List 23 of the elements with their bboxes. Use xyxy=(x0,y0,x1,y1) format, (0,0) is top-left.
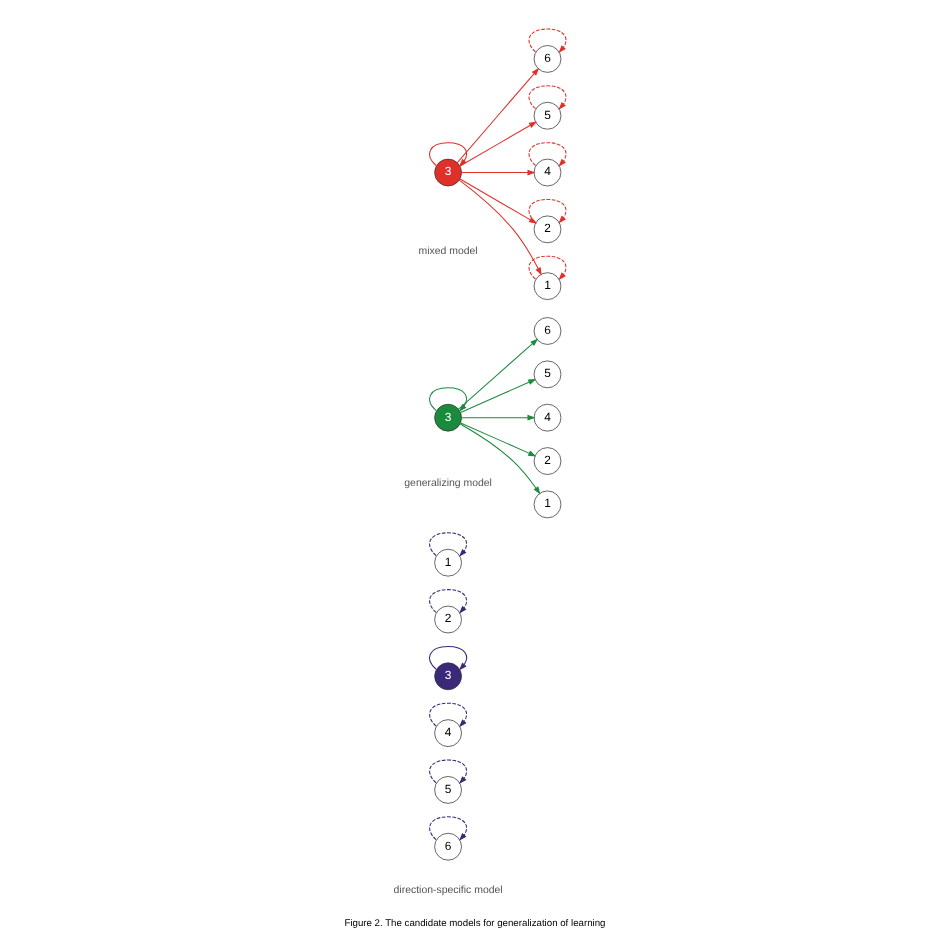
arrow xyxy=(459,378,536,413)
arrow xyxy=(428,589,467,614)
arrow xyxy=(428,387,467,412)
arrow xyxy=(458,423,540,495)
arrow xyxy=(428,759,467,785)
arrow xyxy=(527,255,566,281)
arrow xyxy=(428,532,467,557)
arrow xyxy=(458,121,537,167)
arrow xyxy=(458,178,537,224)
arrow xyxy=(459,422,536,457)
arrow xyxy=(428,816,467,841)
arrow xyxy=(527,198,566,224)
arrow xyxy=(428,645,467,671)
arrow xyxy=(428,142,467,167)
arrow xyxy=(455,67,539,164)
arrow xyxy=(527,85,566,110)
arrow xyxy=(457,179,541,276)
arrow xyxy=(527,142,566,167)
arrow xyxy=(527,28,566,54)
arrow xyxy=(457,338,538,410)
arrow xyxy=(460,169,535,176)
arrow xyxy=(460,414,535,421)
arrow xyxy=(428,702,467,728)
